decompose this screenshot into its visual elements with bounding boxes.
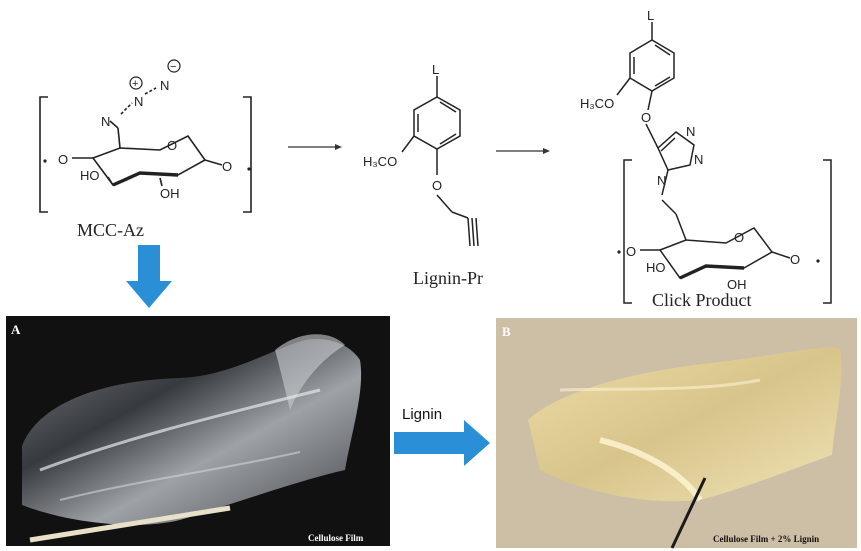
photo-a-caption: Cellulose Film: [308, 533, 364, 543]
lignin-arrow-label: Lignin: [402, 406, 442, 423]
triazole-n-b-label: N: [694, 152, 703, 167]
ho-label: HO: [80, 168, 100, 183]
click-product-structure: [616, 22, 832, 304]
glycosidic-o-left-label: O: [58, 152, 68, 167]
lignin-pr-caption: Lignin-Pr: [413, 268, 483, 288]
photo-b-letter: B: [502, 324, 511, 339]
reaction-arrow-1: [288, 144, 342, 150]
triazole-n-c-label: N: [657, 173, 666, 188]
glycosidic-o-right-label: O: [222, 159, 232, 174]
lignin-pr-h3co-label: H₃CO: [363, 154, 397, 169]
left-bracket: [39, 96, 48, 213]
right-bracket: [243, 96, 252, 213]
plus-charge-label: +: [132, 78, 138, 90]
lignin-pr-benzene-ring: [413, 96, 461, 150]
click-h3co-label: H₃CO: [580, 96, 614, 111]
photo-a-cellulose-film: A Cellulose Film: [6, 316, 390, 546]
mcc-az-caption: MCC-Az: [77, 220, 144, 240]
click-glycosidic-o-left-label: O: [626, 244, 636, 259]
lignin-pr-labels: L H₃CO O: [363, 62, 442, 193]
lignin-arrow: Lignin: [394, 406, 490, 466]
click-pyranose-ring: [658, 227, 774, 279]
click-oh-label: OH: [727, 277, 747, 292]
lignin-pr-ether-o-label: O: [432, 178, 442, 193]
reaction-arrow-2: [496, 148, 550, 154]
lignin-pr-l-label: L: [432, 62, 439, 77]
click-ether-o-label: O: [641, 110, 651, 125]
azide-n3-label: N: [160, 78, 169, 93]
click-ring-o-label: O: [734, 230, 744, 245]
ring-o-label: O: [167, 138, 177, 153]
oh-label: OH: [160, 186, 180, 201]
triazole-n-a-label: N: [686, 124, 695, 139]
photo-b-caption: Cellulose Film + 2% Lignin: [713, 534, 819, 544]
photo-b-lignin-film: B Cellulose Film + 2% Lignin: [496, 318, 857, 549]
click-glycosidic-o-right-label: O: [790, 252, 800, 267]
film-a-sheet: [22, 339, 362, 525]
click-product-caption: Click Product: [652, 290, 752, 310]
click-product-labels: L H₃CO O N N N O O O HO OH: [580, 8, 820, 292]
click-l-label: L: [647, 8, 654, 23]
mcc-az-labels: N N N + − O O O HO OH: [43, 59, 251, 201]
pyranose-ring: [91, 134, 207, 186]
minus-charge-label: −: [170, 61, 176, 73]
photo-a-letter: A: [11, 322, 21, 337]
lignin-pr-structure: [401, 76, 479, 247]
azide-n1-label: N: [101, 114, 110, 129]
blue-down-arrow: [126, 245, 172, 308]
azide-n2-label: N: [134, 94, 143, 109]
click-benzene-ring: [629, 39, 675, 92]
film-b-sheet: [528, 347, 842, 502]
click-ho-label: HO: [646, 260, 666, 275]
mcc-az-structure: [39, 87, 252, 213]
triazole-ring: [657, 131, 695, 171]
